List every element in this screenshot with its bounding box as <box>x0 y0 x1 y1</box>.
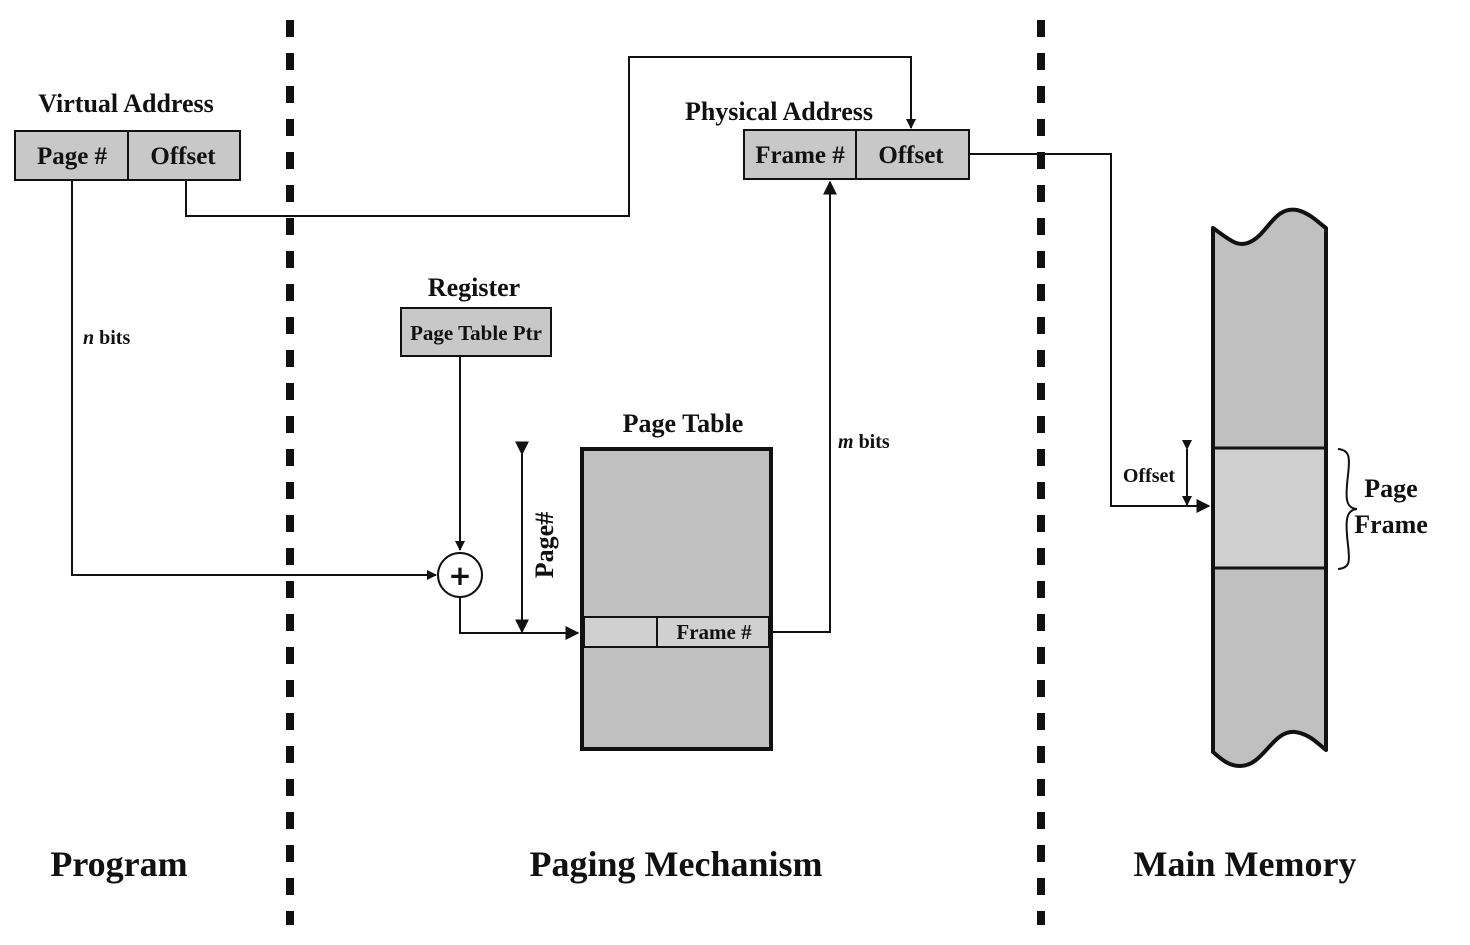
page-frame-label-line1: Page <box>1364 474 1417 503</box>
physical-frame-label: Frame # <box>755 142 845 169</box>
adder-to-table-wire <box>459 598 580 640</box>
adder: + <box>437 552 483 598</box>
page-table-entry-label: Frame # <box>676 620 752 644</box>
physical-offset-label: Offset <box>878 142 944 169</box>
virtual-offset-label: Offset <box>150 143 216 170</box>
register-title: Register <box>428 273 520 302</box>
page-index-label: Page# <box>530 512 559 578</box>
section-main-memory: Main Memory <box>1134 844 1357 884</box>
page-table-ptr-register <box>400 307 552 357</box>
page-frame <box>1213 448 1326 568</box>
n-var: n <box>83 327 94 349</box>
virtual-offset-field <box>127 130 241 181</box>
physical-address-title: Physical Address <box>685 97 873 126</box>
main-memory <box>1211 207 1328 768</box>
physical-frame-field <box>743 129 857 180</box>
page-table: Frame # <box>580 447 773 751</box>
virtual-address-register: Page # Offset <box>14 130 241 181</box>
page-table-entry <box>583 616 770 648</box>
m-bits-suffix: bits <box>854 431 890 453</box>
page-table-title: Page Table <box>623 409 744 438</box>
adder-circle <box>437 552 483 598</box>
adder-plus-icon: + <box>448 559 471 592</box>
page-frame-label-line2: Frame <box>1354 510 1428 539</box>
page-frame-brace <box>1337 448 1358 570</box>
page-table-ptr-label: Page Table Ptr <box>410 321 542 345</box>
n-bits-label: n bits <box>83 327 130 349</box>
virtual-page-label: Page # <box>37 143 108 170</box>
virtual-address-title: Virtual Address <box>38 89 214 118</box>
n-bits-suffix: bits <box>94 327 130 349</box>
frame-number-wire <box>771 180 837 633</box>
physical-offset-wire <box>970 153 1211 513</box>
physical-offset-field <box>855 129 970 180</box>
virtual-page-field <box>14 130 129 181</box>
m-var: m <box>838 431 854 453</box>
section-paging-mechanism: Paging Mechanism <box>530 844 823 884</box>
page-number-wire <box>71 181 437 580</box>
frame-offset-label: Offset <box>1123 465 1176 487</box>
physical-address-register: Frame # Offset <box>743 129 970 180</box>
m-bits-label: m bits <box>838 431 890 453</box>
page-table-body <box>580 447 773 751</box>
offset-wire <box>185 56 916 217</box>
section-program: Program <box>50 844 187 884</box>
